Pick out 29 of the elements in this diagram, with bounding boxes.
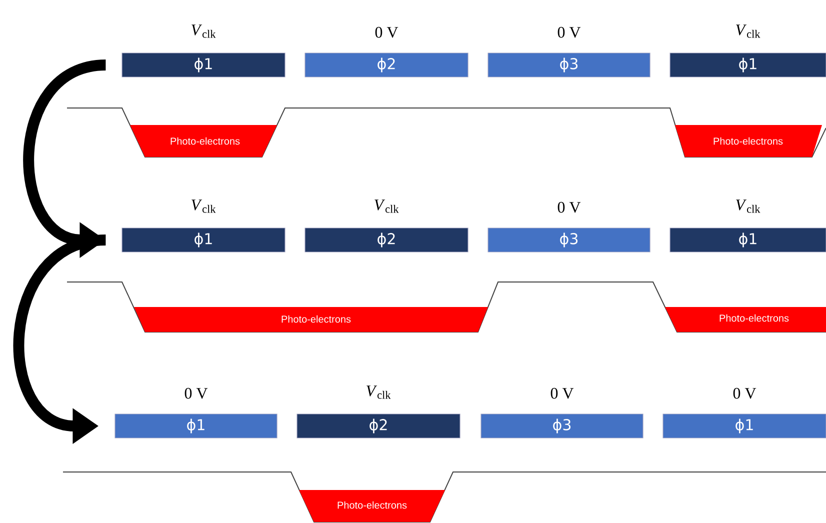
electrode-box: ϕ3 — [480, 414, 644, 438]
voltage-label: V$_{clk}$ — [374, 200, 399, 213]
electrode-box: ϕ3 — [488, 52, 650, 78]
voltage-label: 0 V — [375, 26, 398, 38]
voltage-label: V$_{clk}$ — [192, 24, 216, 38]
voltage-label: V$_{clk}$ — [736, 24, 760, 38]
electrode-box: ϕ3 — [488, 228, 650, 252]
photo-electron-well: Photo-electrons — [130, 125, 277, 157]
voltage-label: V$_{clk}$ — [192, 200, 216, 213]
electrode-box: ϕ2 — [296, 414, 460, 438]
voltage-label: 0 V — [184, 388, 208, 399]
electrode-box: ϕ1 — [122, 228, 286, 252]
electrode-box: ϕ1 — [670, 228, 826, 252]
electrode-box: ϕ2 — [304, 228, 468, 252]
electrode-box: ϕ1 — [670, 52, 826, 78]
electrode-box: ϕ1 — [662, 414, 826, 438]
photo-electron-well: Photo-electrons — [665, 307, 826, 332]
voltage-label: 0 V — [550, 388, 574, 399]
photo-electron-well: Photo-electrons — [299, 490, 445, 522]
voltage-label: 0 V — [558, 202, 581, 213]
electrode-box: ϕ1 — [122, 52, 286, 78]
voltage-label: V$_{clk}$ — [366, 386, 391, 399]
voltage-label: 0 V — [558, 26, 581, 38]
electrode-box: ϕ1 — [114, 414, 278, 438]
electrode-box: ϕ2 — [304, 52, 468, 78]
photo-electron-well: Photo-electrons — [675, 125, 822, 157]
voltage-label: 0 V — [733, 388, 756, 399]
photo-electron-well: Photo-electrons — [134, 307, 488, 332]
voltage-label: V$_{clk}$ — [736, 200, 760, 213]
